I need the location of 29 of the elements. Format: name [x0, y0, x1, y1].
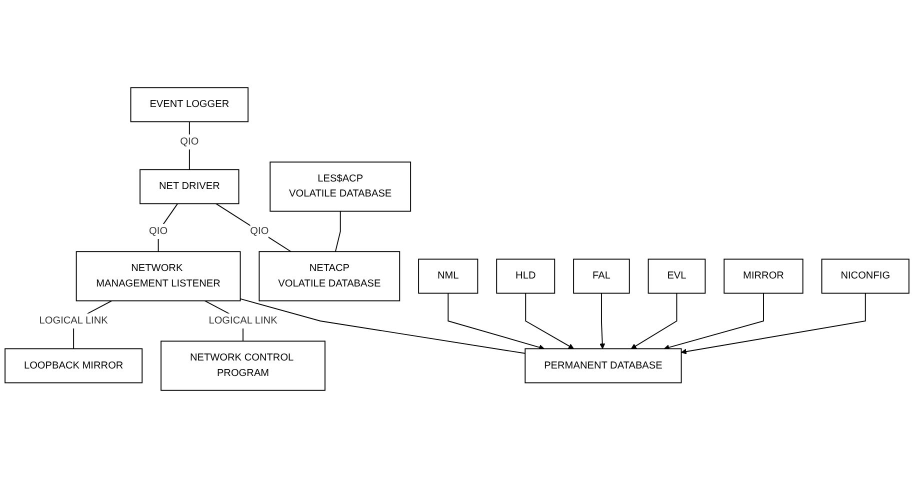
arrow	[525, 292, 574, 349]
node-box: EVENT LOGGER	[130, 87, 249, 122]
node-box: LES$ACP VOLATILE DATABASE	[270, 162, 412, 212]
connector	[334, 210, 341, 252]
node-box: LOOPBACK MIRROR	[4, 348, 143, 384]
node-box: NETWORK MANAGEMENT LISTENER	[76, 251, 241, 302]
node-box: PERMANENT DATABASE	[524, 348, 682, 384]
connector	[216, 203, 292, 252]
node-box: EVL	[648, 258, 706, 294]
arrow	[630, 292, 678, 349]
edge-label: LOGICAL LINK	[208, 315, 278, 326]
node-box: NETWORK CONTROL PROGRAM	[160, 340, 326, 391]
edge-label: LOGICAL LINK	[39, 315, 108, 326]
arrow	[681, 292, 866, 354]
node-box: NML	[418, 258, 478, 294]
edge-label: QIO	[250, 226, 269, 236]
edge-label: QIO	[180, 136, 199, 147]
node-box: MIRROR	[724, 258, 804, 294]
arrow	[664, 292, 764, 350]
node-box: HLD	[496, 258, 556, 294]
node-box: NETACP VOLATILE DATABASE	[258, 251, 400, 302]
connector	[158, 203, 178, 252]
edge-label: QIO	[149, 226, 168, 236]
node-box: FAL	[573, 258, 630, 294]
arrow	[600, 292, 606, 349]
node-box: NET DRIVER	[140, 169, 240, 204]
node-box: NICONFIG	[821, 258, 910, 294]
arrow	[448, 292, 544, 350]
connector	[240, 298, 526, 354]
